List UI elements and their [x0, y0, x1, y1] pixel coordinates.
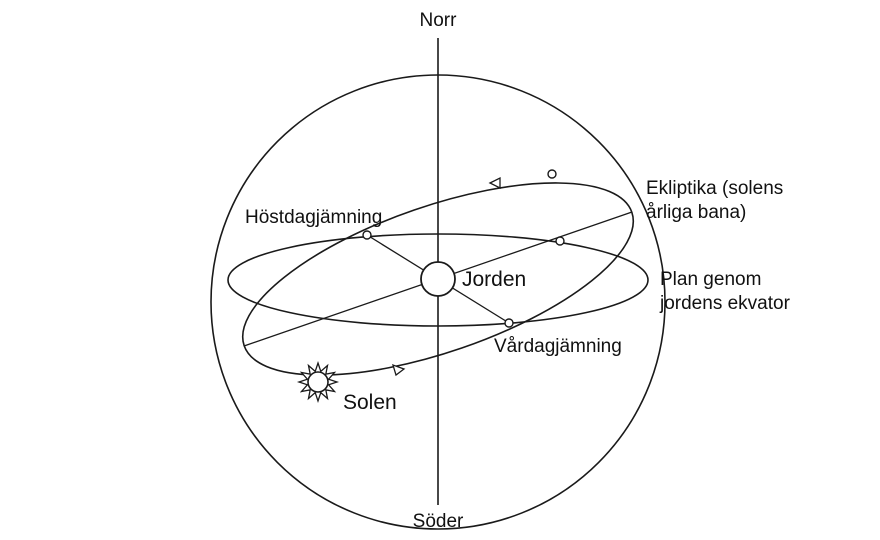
equator-marker-point: [555, 236, 565, 246]
north-label: Norr: [420, 10, 458, 31]
spring-equinox-point: [504, 318, 514, 328]
earth-label: Jorden: [462, 268, 526, 291]
equator-plane-ellipse: [227, 233, 649, 327]
ecliptic-label-line2: årliga bana): [646, 202, 746, 223]
earth-circle: [420, 261, 456, 297]
ecliptic-arrow-bottom: [392, 363, 406, 377]
south-label: Söder: [413, 511, 464, 532]
ecliptic-label-line1: Ekliptika (solens: [646, 178, 783, 199]
autumn-equinox-label: Höstdagjämning: [245, 207, 382, 228]
sun-icon: [296, 360, 340, 404]
equator-label-line1: Plan genom: [660, 269, 761, 290]
equator-label-line2: jordens ekvator: [659, 293, 791, 314]
ecliptic-marker-point: [547, 169, 557, 179]
ecliptic-arrow-top: [488, 176, 501, 190]
autumn-equinox-point: [362, 230, 372, 240]
spring-equinox-label: Vårdagjämning: [494, 336, 622, 357]
sun-label: Solen: [343, 391, 397, 414]
